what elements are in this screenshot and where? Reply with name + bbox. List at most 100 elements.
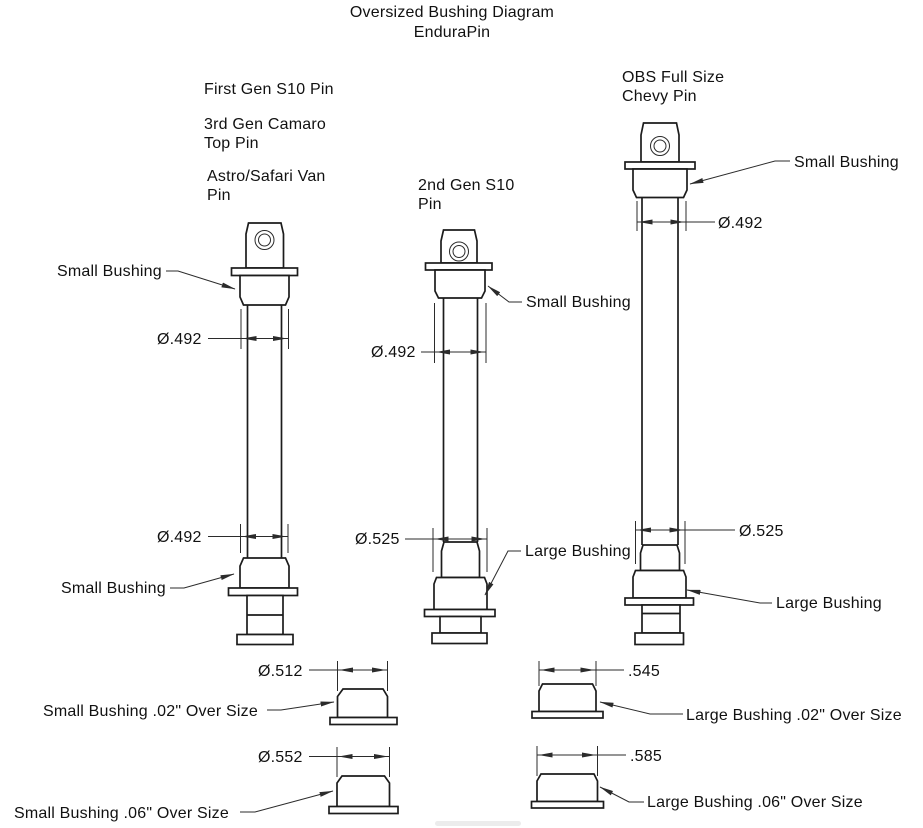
diagram-title: Oversized Bushing Diagram [350, 4, 554, 21]
bushing-flange [329, 716, 398, 726]
bushing-dimension: Ø.512 [258, 661, 388, 691]
pin-heading-line: Top Pin [204, 135, 259, 152]
bushing-callout-label: Small Bushing [57, 263, 162, 280]
dimension-label: .585 [630, 748, 662, 765]
bottom-bushing-callout: Small Bushing [61, 573, 235, 597]
shaft-neck [440, 541, 481, 579]
leader-line [170, 573, 235, 589]
lower-flange [423, 608, 496, 618]
bushing-callout-label: Small Bushing [61, 580, 166, 597]
top-bushing-callout: Small Bushing [57, 263, 236, 290]
bushing-body [538, 683, 597, 713]
leader-line [686, 589, 772, 604]
dimension-label: Ø.492 [157, 529, 202, 546]
bottom-cap [634, 632, 685, 646]
shaft-dimension: Ø.492 [157, 309, 289, 349]
bushing-label: Large Bushing .06" Over Size [647, 794, 863, 811]
pin-heading-line: First Gen S10 Pin [204, 81, 334, 98]
pin-heading-line: OBS Full Size [622, 69, 724, 86]
dimension-label: .545 [628, 663, 660, 680]
bushing-body [336, 775, 391, 808]
bushing-body [336, 688, 389, 719]
bottom-cap [431, 632, 488, 645]
leader-line [599, 701, 683, 715]
bushing-label: Large Bushing .02" Over Size [686, 707, 902, 724]
large-bushing-bottom [433, 576, 488, 611]
pin-head-hole-inner [452, 245, 466, 258]
bushing-label-callout: Large Bushing .02" Over Size [599, 701, 902, 724]
lower-dimension: Ø.525 [355, 528, 488, 572]
pin-head-hole-inner [653, 139, 667, 153]
replacement-bushing-large-02: .545 Large Bushing .02" Over Size [531, 661, 902, 724]
dimension-label: Ø.492 [157, 331, 202, 348]
replacement-bushing-small-06: Ø.552 Small Bushing .06" Over Size [14, 747, 399, 822]
pin-head [440, 229, 478, 264]
leader-line [267, 701, 335, 711]
leader-line [689, 160, 790, 185]
bushing-flange [531, 710, 604, 719]
lower-step [439, 615, 482, 634]
bushing-dimension: Ø.552 [258, 747, 390, 777]
lower-dimension: Ø.525 [635, 521, 784, 564]
bottom-cap [236, 633, 294, 646]
horizontal-scrollbar-thumb[interactable] [435, 821, 521, 826]
replacement-bushing-small-02: Ø.512 Small Bushing .02" Over Size [43, 661, 398, 726]
bushing-label: Small Bushing .06" Over Size [14, 805, 229, 822]
bushing-flange [328, 805, 399, 815]
lower-flange [624, 597, 695, 606]
pin-heading-line: Chevy Pin [622, 88, 697, 105]
large-bushing-bottom [632, 569, 687, 599]
small-bushing-top [632, 168, 688, 199]
bushing-label-callout: Small Bushing .06" Over Size [14, 790, 334, 822]
shaft-neck [639, 544, 681, 572]
pin-drawing [624, 122, 696, 646]
pin-drawing [227, 222, 299, 646]
small-bushing-bottom [239, 557, 290, 589]
pin-drawing [423, 229, 496, 645]
bushing-label-callout: Small Bushing .02" Over Size [43, 701, 335, 720]
dimension-label: Ø.492 [718, 215, 763, 232]
bushing-label: Small Bushing .02" Over Size [43, 703, 258, 720]
bottom-bushing-callout: Large Bushing [686, 589, 882, 612]
shaft-dimension: Ø.492 [371, 303, 487, 363]
pin-heading-line: Pin [207, 187, 231, 204]
dimension-label: Ø.552 [258, 749, 303, 766]
pin-heading-line: Astro/Safari Van [207, 168, 326, 185]
bushing-callout-label: Large Bushing [525, 543, 631, 560]
leader-line [599, 786, 644, 803]
diagram-subtitle: EnduraPin [414, 24, 491, 41]
pin-second-gen-s10: 2nd Gen S10 Pin Small Bushing [355, 177, 631, 645]
bushing-body [536, 773, 599, 803]
pin-heading-line: 2nd Gen S10 [418, 177, 515, 194]
lower-step [641, 604, 681, 634]
small-bushing-top [239, 274, 290, 306]
replacement-bushing-large-06: .585 Large Bushing .06" Over Size [530, 746, 863, 811]
dimension-label: Ø.525 [355, 531, 400, 548]
bushing-callout-label: Small Bushing [794, 154, 899, 171]
pin-head-hole-inner [258, 233, 271, 247]
shaft-dimension: Ø.492 [636, 201, 763, 232]
pin-obs-full-size-chevy: OBS Full Size Chevy Pin Small Bushing [622, 69, 899, 646]
bushing-label-callout: Large Bushing .06" Over Size [599, 786, 863, 811]
dimension-label: Ø.492 [371, 344, 416, 361]
bottom-bushing-callout: Large Bushing [484, 543, 631, 596]
lower-dimension: Ø.492 [157, 524, 289, 553]
leader-line [166, 270, 236, 290]
bushing-flange [530, 800, 605, 809]
small-bushing-top [434, 269, 486, 299]
top-bushing-callout: Small Bushing [487, 285, 631, 311]
lower-flange [227, 587, 299, 597]
top-bushing-callout: Small Bushing [689, 154, 899, 185]
pin-head-hole [254, 230, 275, 250]
bushing-callout-label: Small Bushing [526, 294, 631, 311]
pin-head [640, 122, 680, 163]
pin-head-hole [650, 136, 670, 156]
pin-first-gen-s10: First Gen S10 Pin 3rd Gen Camaro Top Pin… [57, 81, 334, 646]
bushing-callout-label: Large Bushing [776, 595, 882, 612]
leader-line [240, 790, 334, 813]
dimension-label: Ø.525 [739, 523, 784, 540]
leader-line [484, 550, 521, 596]
dimension-label: Ø.512 [258, 663, 303, 680]
